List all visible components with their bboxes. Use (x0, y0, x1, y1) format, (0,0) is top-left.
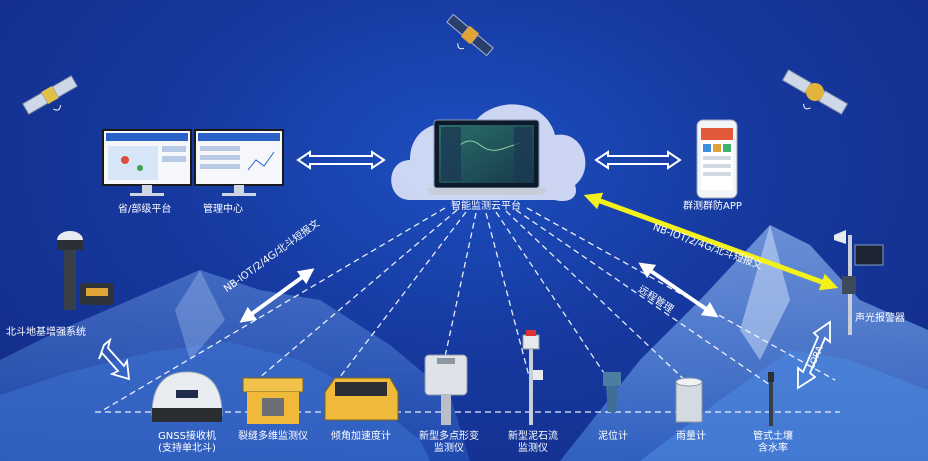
crack-monitor-icon (242, 377, 304, 424)
sensor-label-line: GNSS接收机 (158, 431, 216, 442)
provincial-platform-monitor (102, 129, 192, 196)
sensor-label-line: 管式土壤 (753, 431, 793, 442)
gnss-receiver-icon (151, 371, 223, 422)
sensor-label-crack: 裂缝多维监测仪 (228, 431, 318, 443)
sensor-label-gnss: GNSS接收机 (支持单北斗) (142, 431, 232, 455)
satellite-icon (22, 75, 78, 115)
sensor-label-tilt: 倾角加速度计 (316, 431, 406, 443)
sensor-label-deformation: 新型多点形变 监测仪 (404, 431, 494, 455)
sensor-label-rain: 雨量计 (646, 431, 736, 443)
sensor-label-line: 含水率 (758, 443, 788, 454)
remote-mgmt-arrow (638, 262, 719, 318)
sensor-label-line: 雨量计 (676, 431, 706, 442)
sensor-label-mud: 泥位计 (568, 431, 658, 443)
sensor-label-debris: 新型泥石流 监测仪 (488, 431, 578, 455)
alarm-label: 声光报警器 (855, 313, 905, 324)
beidou-station-icon (57, 231, 114, 310)
tilt-accelerometer-icon (324, 377, 399, 421)
left-link-arrow (239, 268, 315, 323)
beidou-system-label: 北斗地基增强系统 (6, 327, 86, 338)
sensor-label-line: 倾角加速度计 (331, 431, 391, 442)
beidou-link-arrow (98, 337, 131, 381)
sensor-label-line: 监测仪 (518, 443, 548, 454)
lora-arrow (797, 320, 831, 390)
sensor-label-line: 新型泥石流 (508, 431, 558, 442)
deformation-monitor-icon (424, 354, 468, 425)
cloud-platform-label: 智能监测云平台 (451, 201, 521, 212)
sensor-label-line: 新型多点形变 (419, 431, 479, 442)
sensor-label-soil: 管式土壤 含水率 (728, 431, 818, 455)
provincial-platform-label: 省/部级平台 (118, 204, 172, 215)
double-arrow (296, 150, 682, 170)
debris-flow-monitor-icon (522, 330, 543, 425)
management-center-label: 管理中心 (203, 204, 243, 215)
rain-gauge-icon (675, 377, 703, 423)
sensor-label-line: 监测仪 (434, 443, 464, 454)
soil-moisture-sensor-icon (768, 372, 774, 426)
sensor-label-line: (支持单北斗) (158, 443, 216, 454)
yellow-link-arrow (583, 192, 839, 291)
laptop-icon (426, 119, 548, 195)
mud-level-meter-icon (603, 372, 621, 412)
sensor-label-line: 泥位计 (598, 431, 628, 442)
alarm-pole-icon (834, 230, 884, 335)
smartphone-icon (696, 119, 738, 199)
app-label: 群测群防APP (683, 201, 742, 212)
satellite-icon (781, 69, 849, 115)
management-center-monitor (194, 129, 284, 196)
sensor-label-line: 裂缝多维监测仪 (238, 431, 308, 442)
mountain-background (0, 225, 928, 461)
satellite-icon (446, 13, 494, 57)
